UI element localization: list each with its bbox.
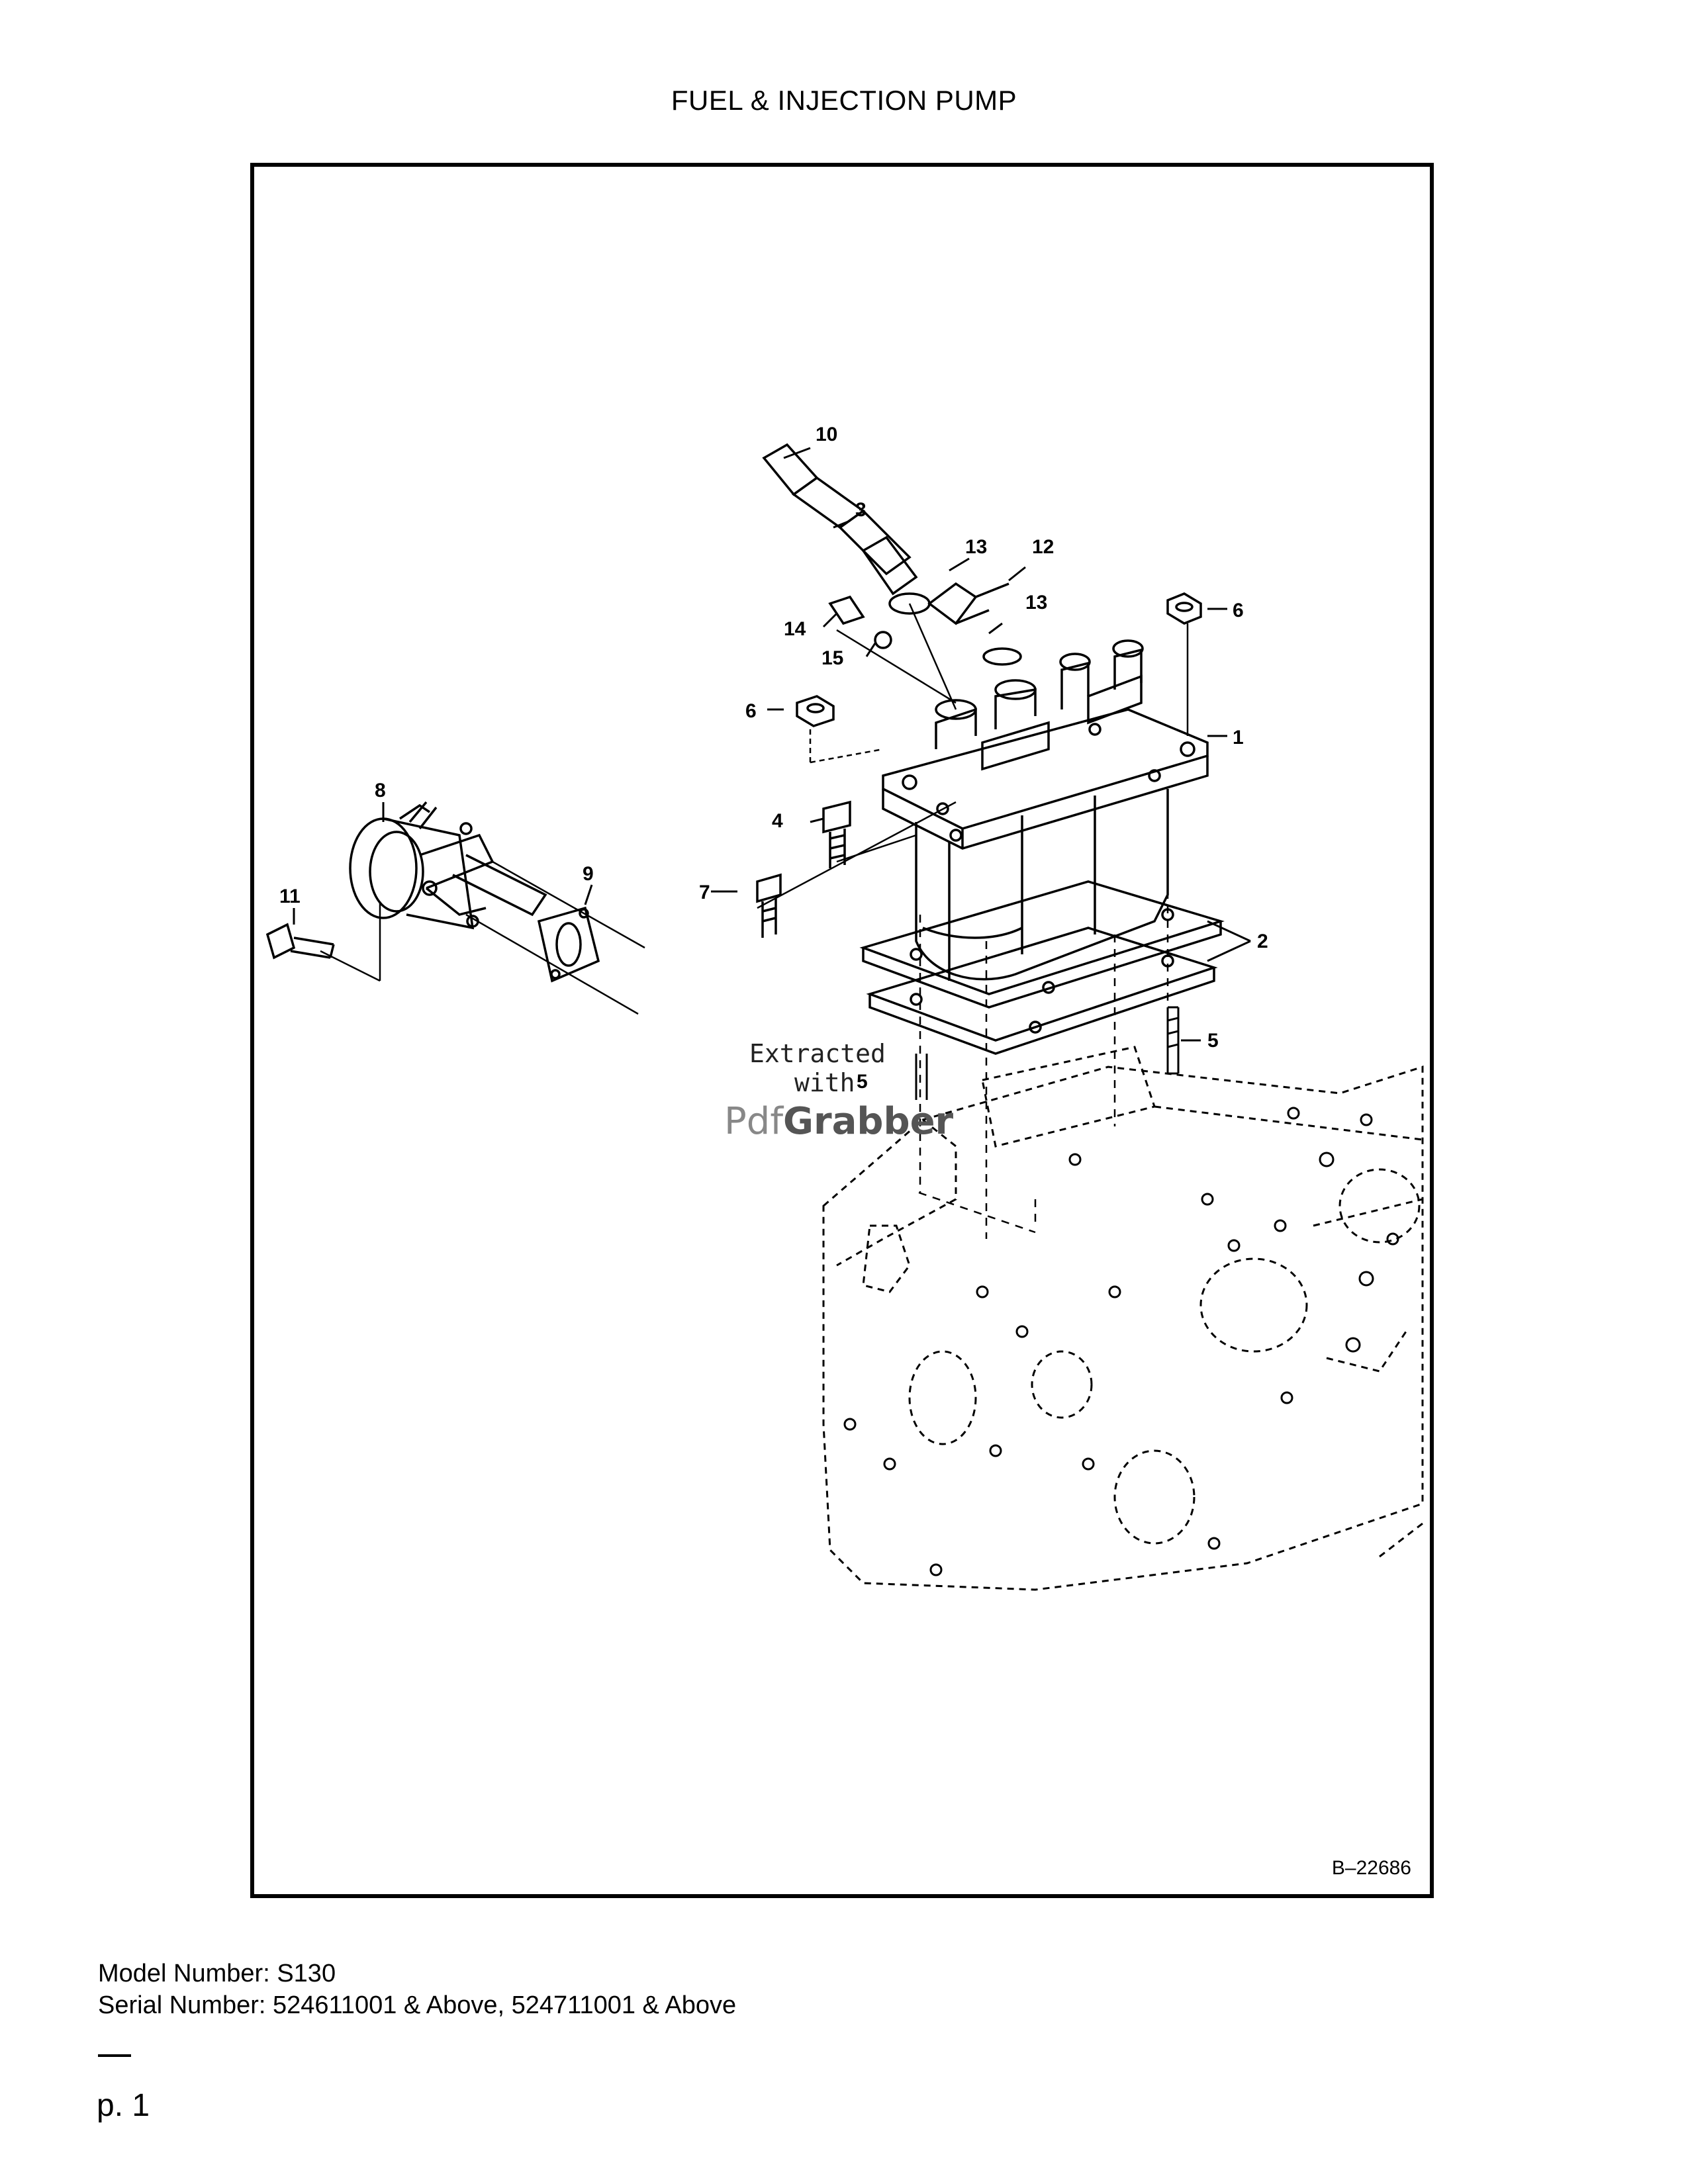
callout-14: 14 <box>784 618 806 640</box>
watermark-brand: PdfGrabber <box>724 1100 1001 1143</box>
callout-5a: 5 <box>1207 1030 1219 1052</box>
injection-pump-body <box>882 639 1209 981</box>
fuel-fittings <box>762 443 1022 666</box>
callout-2: 2 <box>1257 931 1268 952</box>
callout-13a: 13 <box>965 536 987 558</box>
assembly-lines <box>320 603 1189 1015</box>
callout-9: 8 <box>375 780 386 801</box>
callout-15: 15 <box>821 647 843 669</box>
callout-1: 1 <box>1233 727 1244 749</box>
callout-11: 11 <box>279 886 301 907</box>
page-separator <box>98 2054 131 2057</box>
callout-6b: 6 <box>745 700 757 722</box>
model-info: Model Number: S130 Serial Number: 524611… <box>98 1958 736 2021</box>
watermark-brand-suffix: Grabber <box>783 1100 954 1143</box>
engine-block-holes <box>843 1107 1399 1576</box>
studs <box>915 1006 1180 1100</box>
leader-lines <box>293 447 1251 1042</box>
callout-numbers: 10 3 13 12 13 14 15 6 6 1 4 7 2 5 5 8 11… <box>279 424 1268 1093</box>
model-label: Model Number: <box>98 1960 270 1987</box>
callout-5b: 5 <box>857 1071 868 1093</box>
watermark-line-2: with <box>794 1068 855 1097</box>
callout-4: 4 <box>772 810 783 832</box>
page-title: FUEL & INJECTION PUMP <box>671 85 1017 116</box>
serial-value: 524611001 & Above, 524711001 & Above <box>272 1991 737 2019</box>
callout-6a: 6 <box>1233 600 1244 621</box>
drawing-id: B–22686 <box>1331 1857 1411 1879</box>
callout-8: 10 <box>816 424 837 445</box>
watermark: Extracted with PdfGrabber <box>724 1039 1001 1143</box>
model-value: S130 <box>277 1960 336 1987</box>
callout-7: 7 <box>699 882 710 903</box>
callout-13b: 13 <box>1025 592 1047 614</box>
pump-gaskets <box>859 880 1225 1055</box>
engine-block <box>822 1046 1424 1591</box>
model-number-line: Model Number: S130 <box>98 1958 736 1989</box>
feed-pump <box>349 801 547 930</box>
callout-3: 3 <box>855 499 867 521</box>
alignment-lines <box>918 862 1169 1239</box>
nuts <box>796 592 1202 727</box>
callout-10: 9 <box>583 863 594 885</box>
serial-number-line: Serial Number: 524611001 & Above, 524711… <box>98 1989 736 2021</box>
feed-pump-gasket <box>537 906 600 983</box>
serial-label: Serial Number: <box>98 1991 266 2019</box>
page-number: p. 1 <box>97 2088 150 2123</box>
watermark-line-1: Extracted <box>749 1039 886 1068</box>
feed-pump-bolt <box>265 923 335 960</box>
diagram-frame: 10 3 13 12 13 14 15 6 6 1 4 7 2 5 5 8 11… <box>250 163 1434 1898</box>
callout-12: 12 <box>1032 536 1054 558</box>
watermark-brand-prefix: Pdf <box>724 1100 784 1143</box>
bolts <box>756 800 851 938</box>
exploded-parts-diagram: 10 3 13 12 13 14 15 6 6 1 4 7 2 5 5 8 11… <box>265 424 1424 1591</box>
